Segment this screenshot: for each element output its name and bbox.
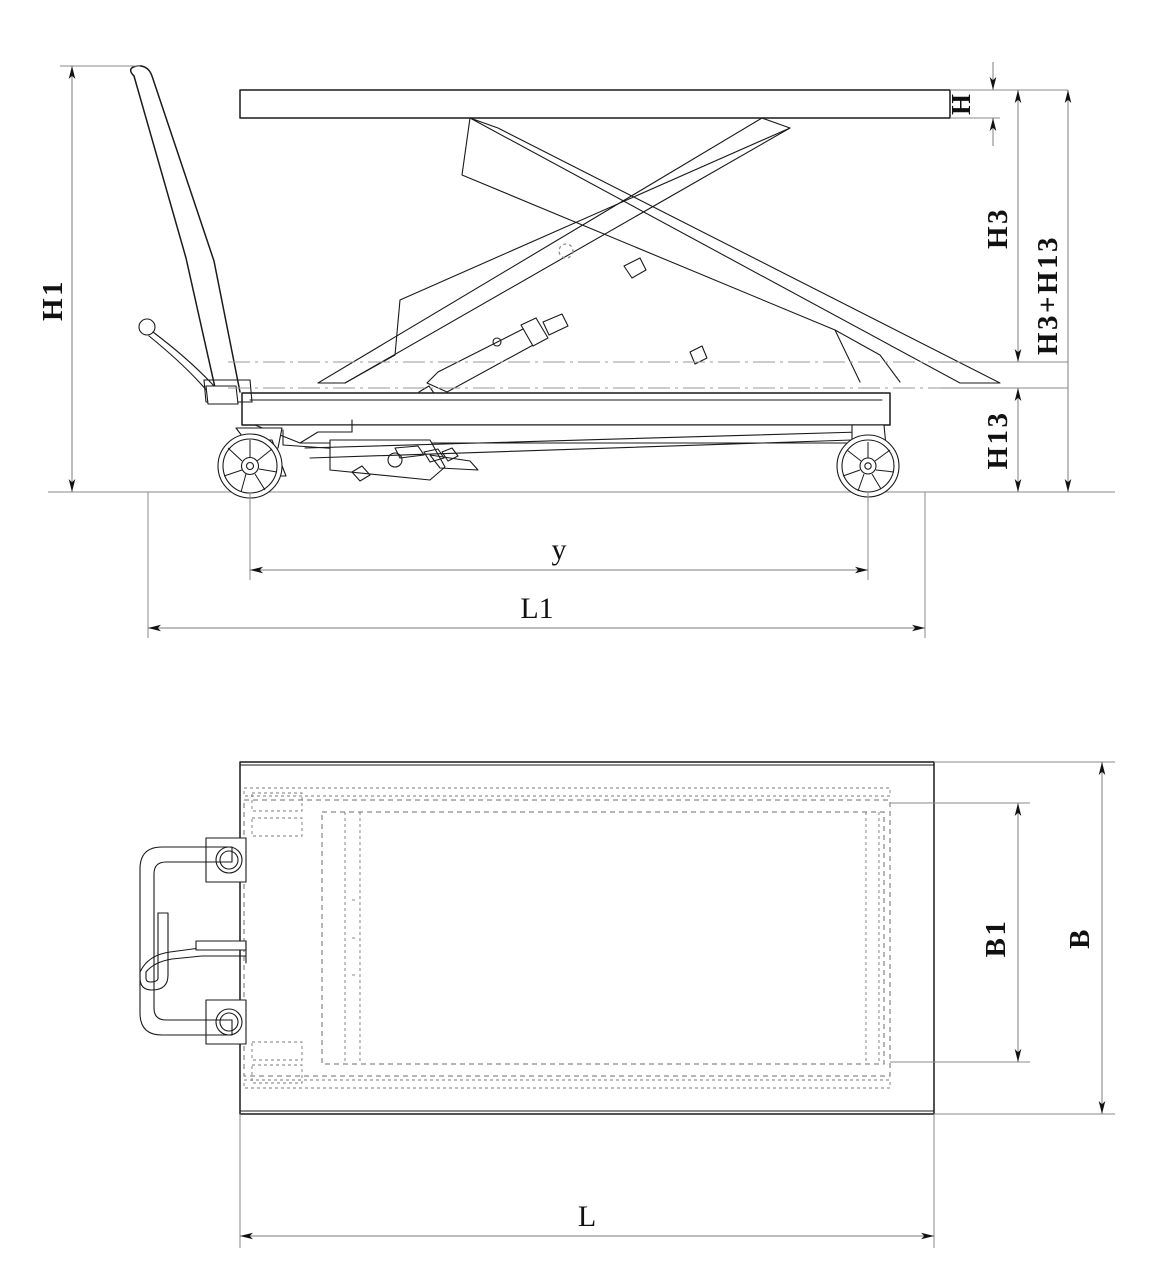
dimension-label-B1: B1 [980, 919, 1012, 958]
dimension-y: y [250, 533, 868, 574]
dimension-L1: L1 [147, 492, 926, 638]
dimension-label-y: y [552, 533, 567, 566]
scissor-mechanism [317, 117, 1001, 384]
hidden-base-frame-outline [243, 787, 891, 1089]
dimension-B: B [934, 761, 1115, 1115]
side-elevation-group: H1 H H3 H13 H3+H13 [37, 62, 1115, 638]
dimension-label-H3-plus-H13: H3+H13 [1032, 235, 1064, 355]
dimension-label-L: L [578, 1200, 596, 1233]
dimension-label-B: B [1064, 927, 1096, 949]
dimension-label-L1: L1 [520, 592, 553, 625]
scissor-center-pivot [558, 243, 574, 259]
dimension-H3-plus-H13: H3+H13 [1032, 90, 1072, 492]
dimension-H1: H1 [37, 65, 140, 492]
dimension-H3: H3 [940, 89, 1068, 363]
top-plan-view-group: B B1 L [139, 761, 1115, 1248]
dimension-label-H1: H1 [37, 279, 69, 321]
release-lever [139, 912, 247, 991]
platform-outline [239, 761, 935, 1115]
dimension-L: L [239, 1114, 935, 1248]
dimension-label-H13: H13 [982, 410, 1014, 469]
u-shaped-handle [139, 846, 233, 1036]
scissor-arm-right [317, 117, 791, 384]
hydraulic-cylinder [418, 313, 569, 402]
foot-pedal-lever [138, 318, 239, 405]
scissor-arm-left [461, 117, 1001, 384]
platform-deck [239, 89, 951, 119]
fixed-caster-rear [836, 424, 900, 580]
dimension-H: H [946, 62, 1000, 146]
hidden-scissor-outline [251, 792, 358, 1084]
hidden-inner-frame [321, 811, 885, 1065]
reference-center-lines [228, 361, 940, 389]
dimension-H13: H13 [940, 387, 1068, 492]
swivel-caster-front [217, 427, 287, 580]
handle-mount-bracket-top [205, 837, 247, 883]
dimension-label-H: H [946, 93, 976, 115]
dimension-label-H3: H3 [982, 207, 1014, 249]
base-frame [241, 392, 891, 482]
handle-mount-bracket-bottom [205, 999, 247, 1045]
push-handle [129, 65, 253, 403]
dimension-B1: B1 [890, 802, 1030, 1063]
